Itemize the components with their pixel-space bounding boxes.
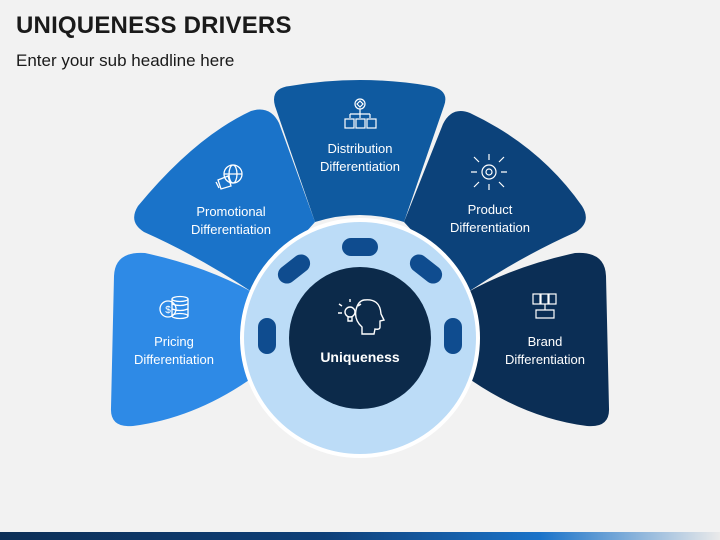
head-lightbulb-icon	[338, 299, 386, 335]
segment-brand: Brand Differentiation	[468, 252, 610, 427]
segment-product-line2: Differentiation	[450, 220, 530, 235]
segment-promotional-shape	[134, 109, 315, 292]
ring-slot-left-top	[277, 254, 311, 284]
segment-promotional: Promotional Differentiation	[134, 109, 315, 292]
ring-slot-top	[342, 238, 378, 256]
segment-product: Product Differentiation	[404, 111, 586, 292]
segment-pricing-shape	[110, 252, 252, 427]
segment-brand-shape	[468, 252, 610, 427]
megaphone-globe-icon	[215, 164, 243, 190]
segment-pricing-line1: Pricing	[154, 334, 194, 349]
segment-pricing: $ Pricing Differentiation	[110, 252, 252, 427]
ring-slot-left	[258, 318, 276, 354]
coins-dollar-icon: $	[159, 295, 189, 320]
brand-books-icon	[532, 293, 557, 319]
segment-brand-line1: Brand	[528, 334, 563, 349]
svg-text:$: $	[165, 305, 171, 316]
segment-promotional-line1: Promotional	[196, 204, 265, 219]
distribution-boxes-icon	[344, 98, 377, 129]
segment-brand-line2: Differentiation	[505, 352, 585, 367]
segment-pricing-line2: Differentiation	[134, 352, 214, 367]
segment-distribution-shape	[274, 80, 446, 222]
ring-slot-right-top	[409, 254, 443, 284]
product-gear-icon	[471, 154, 507, 190]
segment-product-line1: Product	[468, 202, 513, 217]
segment-distribution-line1: Distribution	[327, 141, 392, 156]
center-circle	[289, 267, 431, 409]
segment-distribution-line2: Differentiation	[320, 159, 400, 174]
page-subtitle: Enter your sub headline here	[16, 51, 235, 70]
segment-product-shape	[404, 111, 586, 292]
center-label: Uniqueness	[320, 349, 400, 365]
page-title: UNIQUENESS DRIVERS	[16, 12, 292, 39]
segment-promotional-line2: Differentiation	[191, 222, 271, 237]
footer-bar	[0, 532, 720, 540]
ring-slot-right	[444, 318, 462, 354]
ring-slots	[258, 238, 462, 354]
segment-distribution: Distribution Differentiation	[274, 80, 446, 222]
